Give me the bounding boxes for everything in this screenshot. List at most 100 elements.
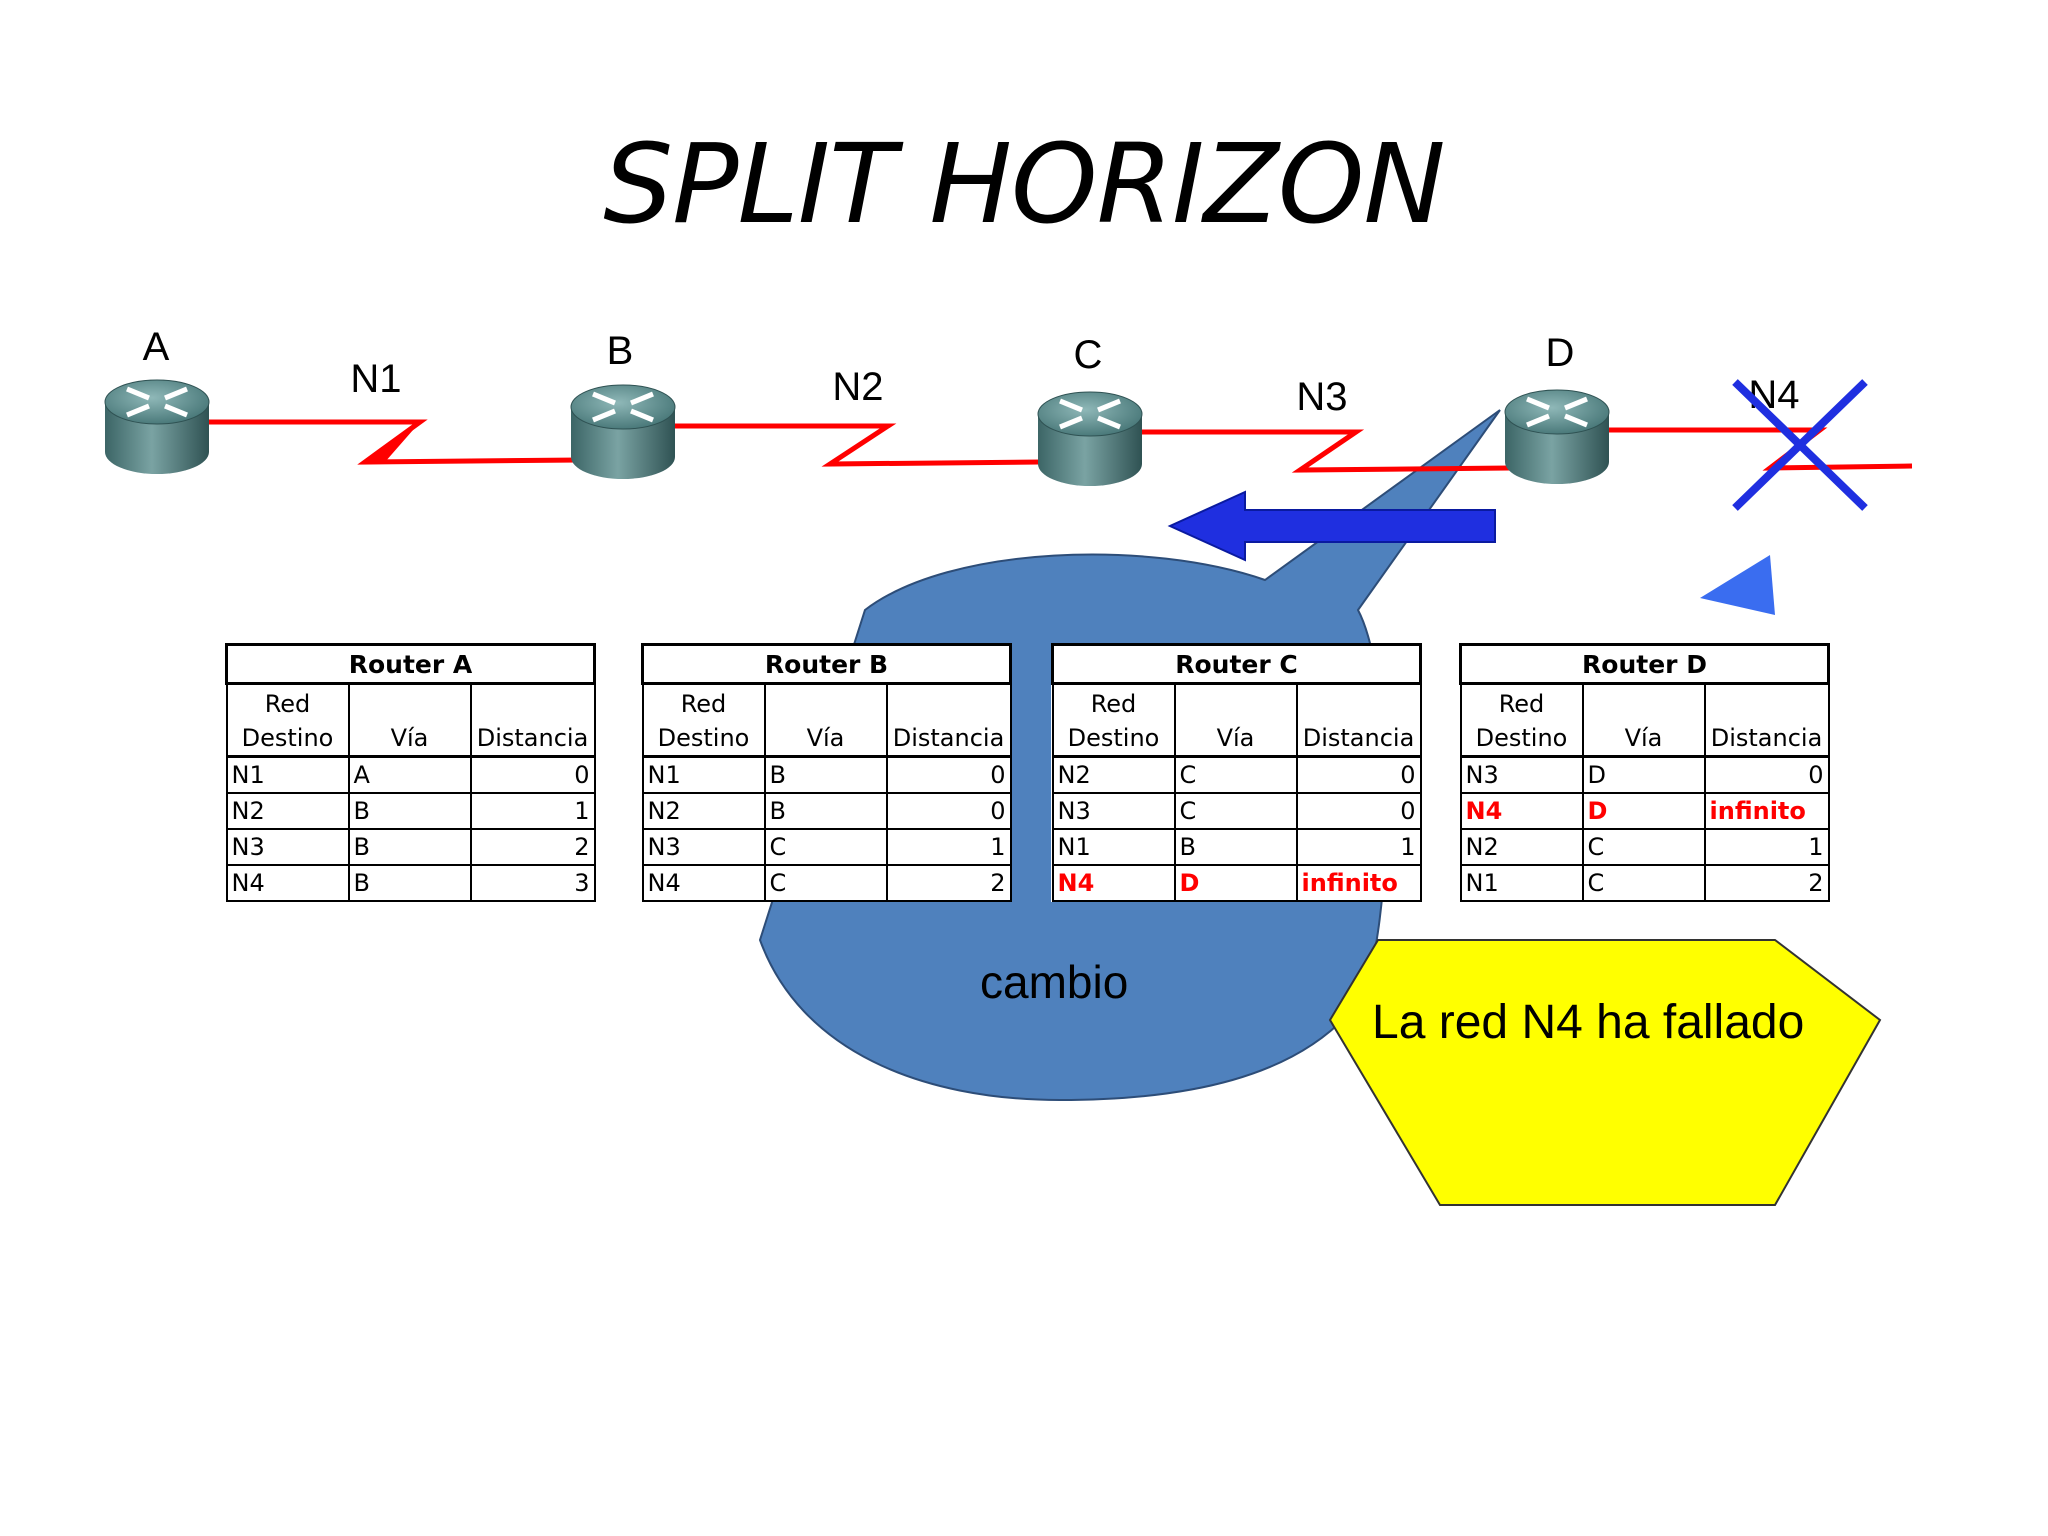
cell-red: N3 <box>1459 755 1584 794</box>
cell-via: B <box>347 828 472 866</box>
cell-red: N4 <box>1051 864 1176 902</box>
header-red-destino: Red Destino <box>1459 682 1584 758</box>
cell-via: C <box>1581 828 1706 866</box>
header-red-destino: Red Destino <box>225 682 350 758</box>
cell-distancia: 1 <box>1703 828 1830 866</box>
cell-red: N2 <box>1459 828 1584 866</box>
cell-distancia: 0 <box>885 755 1012 794</box>
cell-via: C <box>763 828 888 866</box>
router-label-a: A <box>143 325 170 369</box>
router-label-c: C <box>1074 333 1103 377</box>
header-via: Vía <box>763 682 888 758</box>
header-via: Vía <box>1581 682 1706 758</box>
network-label-n1: N1 <box>350 357 401 401</box>
cell-via: C <box>1173 792 1298 830</box>
header-via: Vía <box>347 682 472 758</box>
cell-red: N4 <box>1459 792 1584 830</box>
cell-red: N2 <box>225 792 350 830</box>
router-icon <box>104 379 210 474</box>
table-title: Router D <box>1458 643 1831 685</box>
header-red-destino: Red Destino <box>1051 682 1176 758</box>
cell-via: B <box>763 792 888 830</box>
cell-distancia: 0 <box>469 755 596 794</box>
cell-via: D <box>1173 864 1298 902</box>
cell-via: A <box>347 755 472 794</box>
header-red-destino: Red Destino <box>641 682 766 758</box>
table-title: Router C <box>1050 643 1423 685</box>
slide-title: SPLIT HORIZON <box>603 120 1445 248</box>
cell-red: N4 <box>641 864 766 902</box>
table-title: Router A <box>224 643 597 685</box>
cell-distancia: 1 <box>469 792 596 830</box>
callout-pointer <box>1700 555 1775 615</box>
link-n3 <box>1135 429 1511 473</box>
cell-red: N2 <box>1051 755 1176 794</box>
failure-callout-shape <box>1328 939 1882 1206</box>
failure-x-icon <box>1732 379 1868 511</box>
cell-distancia: 0 <box>1703 755 1830 794</box>
router-icon <box>1504 389 1610 484</box>
network-label-n3: N3 <box>1296 375 1347 419</box>
callout-text: La red N4 ha fallado <box>1372 996 1805 1049</box>
failure-callout <box>1328 939 1882 1206</box>
cell-distancia: infinito <box>1703 792 1830 830</box>
cell-distancia: 3 <box>469 864 596 902</box>
router-label-b: B <box>607 329 634 373</box>
cell-via: B <box>347 792 472 830</box>
header-distancia: Distancia <box>1703 682 1830 758</box>
cell-distancia: 2 <box>1703 864 1830 902</box>
cell-red: N4 <box>225 864 350 902</box>
header-distancia: Distancia <box>1295 682 1422 758</box>
cell-distancia: infinito <box>1295 864 1422 902</box>
cell-via: D <box>1581 792 1706 830</box>
cell-red: N1 <box>225 755 350 794</box>
cell-red: N1 <box>1459 864 1584 902</box>
header-distancia: Distancia <box>469 682 596 758</box>
table-title: Router B <box>640 643 1013 685</box>
cell-red: N3 <box>1051 792 1176 830</box>
cell-red: N2 <box>641 792 766 830</box>
cell-distancia: 1 <box>885 828 1012 866</box>
cell-red: N3 <box>641 828 766 866</box>
cell-distancia: 0 <box>1295 755 1422 794</box>
link-n1-bolt <box>365 422 420 462</box>
cell-via: C <box>1173 755 1298 794</box>
network-label-n2: N2 <box>832 365 883 409</box>
cell-distancia: 2 <box>885 864 1012 902</box>
cell-red: N1 <box>1051 828 1176 866</box>
cell-distancia: 1 <box>1295 828 1422 866</box>
cell-via: D <box>1581 755 1706 794</box>
link-n4 <box>1600 427 1913 471</box>
link-n2 <box>670 423 1041 467</box>
cell-distancia: 0 <box>1295 792 1422 830</box>
cell-via: C <box>763 864 888 902</box>
routers <box>104 379 1610 486</box>
network-label-n4: N4 <box>1748 373 1799 417</box>
header-distancia: Distancia <box>885 682 1012 758</box>
header-via: Vía <box>1173 682 1298 758</box>
